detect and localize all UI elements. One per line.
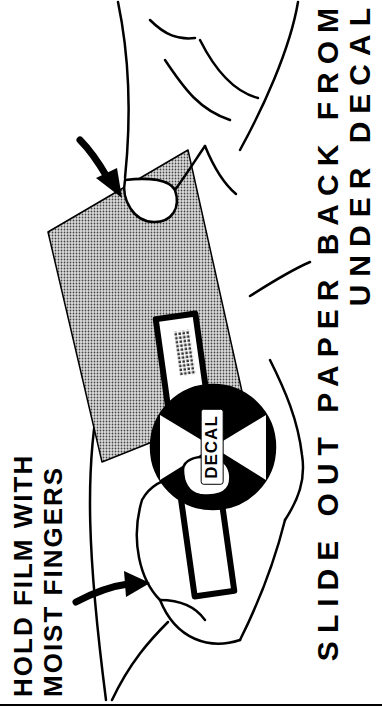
hand-outline [112, 622, 168, 700]
decal-disc [151, 385, 275, 509]
pointer-arrow [80, 140, 107, 177]
arrow-head [96, 168, 122, 198]
instruction-text: SLIDE OUT PAPER BACK FROM UNDER DECAL [312, 0, 376, 690]
finger-crease [200, 40, 258, 98]
thumb-nail [124, 179, 177, 222]
arrow-head [124, 571, 150, 597]
finger-crease [165, 60, 230, 120]
hand-outline [240, 520, 285, 640]
decal-label: DECAL [201, 409, 224, 485]
finger-crease [150, 20, 195, 38]
surface-edge [250, 262, 310, 296]
hand-outline [137, 476, 240, 644]
hand-outline [118, 2, 129, 178]
pointer-arrow [76, 584, 128, 602]
hand-outline [175, 146, 205, 190]
hand-outline [205, 146, 236, 194]
hand-outline [240, 2, 298, 150]
finger-crease [160, 600, 205, 620]
decal-pattern [174, 330, 196, 377]
instruction-text: HOLD FILM WITH MOIST FINGERS [8, 417, 68, 697]
film-strip [156, 314, 235, 597]
bottom-rule [0, 704, 382, 706]
